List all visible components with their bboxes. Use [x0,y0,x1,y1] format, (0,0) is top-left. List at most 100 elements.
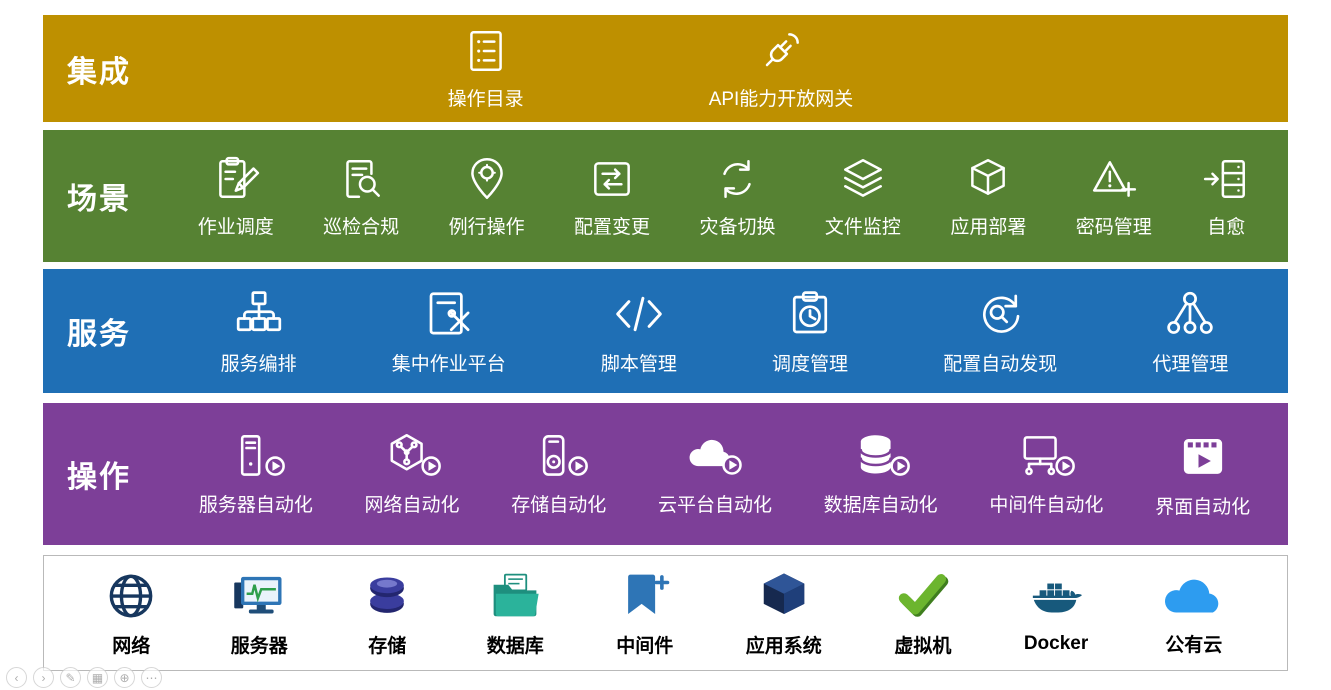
auto-discovery-icon [973,287,1027,341]
item-storage: 存储 [360,569,414,658]
item-virtual-machine: 虚拟机 [894,569,951,658]
bookmark-plus-icon [618,569,672,623]
band-operation-label: 操作 [67,461,131,494]
item-network: 网络 [104,569,158,658]
prev-slide-icon: ‹ [14,670,19,685]
sync-arrows-icon [712,154,762,204]
item-label: 巡检合规 [323,216,400,238]
item-label: 自愈 [1207,216,1246,238]
orchestration-tree-icon [232,287,286,341]
item-inspection-compliance: 巡检合规 [323,154,399,239]
item-label: 界面自动化 [1155,496,1251,518]
item-label: 公有云 [1165,634,1223,656]
band-integration-items: 操作目录 API能力开放网关 [161,26,1288,111]
item-self-healing: 自愈 [1201,154,1251,239]
zoom-button[interactable]: ⊕ [114,667,135,688]
resources-band: 网络 服务器 [43,555,1288,671]
docker-whale-icon [1029,571,1083,625]
item-app-deployment: 应用部署 [950,154,1026,239]
item-ui-automation: 界面自动化 [1155,430,1250,519]
item-label: 网络 [112,635,151,657]
band-integration-label: 集成 [67,55,131,89]
item-label: 例行操作 [448,216,525,238]
item-label: 作业调度 [197,216,274,238]
band-scene-label: 场景 [67,183,131,216]
item-disaster-switch: 灾备切换 [699,154,775,239]
cloud-solid-icon [1161,570,1227,622]
item-agent-management: 代理管理 [1152,287,1228,376]
globe-icon [104,569,158,623]
network-play-icon [381,431,443,482]
prev-slide-button[interactable]: ‹ [6,667,27,688]
more-button[interactable]: ⋯ [141,667,162,688]
item-network-automation: 网络自动化 [365,431,460,517]
item-label: 数据库 [486,635,544,657]
item-label: 操作目录 [447,89,524,110]
next-slide-button[interactable]: › [33,667,54,688]
item-label: 服务器自动化 [198,495,313,516]
warning-plus-icon [1089,154,1139,204]
catalog-list-icon [461,26,511,76]
item-storage-automation: 存储自动化 [511,431,606,517]
item-job-scheduling: 作业调度 [198,154,274,239]
item-label: 应用系统 [745,635,822,657]
item-server-automation: 服务器自动化 [199,431,313,517]
band-service-label: 服务 [67,318,131,351]
item-label: 代理管理 [1152,353,1229,375]
item-label: 云平台自动化 [657,495,772,516]
band-operation-items: 服务器自动化 [161,430,1288,519]
monitor-icon [232,569,286,623]
cube-outline-icon [963,154,1013,204]
presenter-controls: ‹ › ✎ ▦ ⊕ ⋯ [6,667,162,688]
item-label: 应用部署 [950,216,1027,238]
cloud-play-icon [684,431,746,482]
layers-icon [838,154,888,204]
item-routine-operation: 例行操作 [449,154,525,239]
job-platform-icon [422,287,476,341]
item-schedule-management: 调度管理 [772,287,848,376]
item-label: API能力开放网关 [708,89,854,110]
item-cloud-automation: 云平台自动化 [658,431,772,517]
band-service: 服务 服务编排 [43,269,1288,393]
item-label: 中间件 [616,635,674,657]
api-plug-icon [756,26,806,76]
item-app-system: 应用系统 [746,569,822,658]
database-play-icon [850,431,912,482]
pen-icon: ✎ [65,670,76,685]
band-scene-items: 作业调度 巡检合规 [161,154,1288,239]
item-public-cloud: 公有云 [1161,570,1227,657]
code-icon [612,287,666,341]
slides-button[interactable]: ▦ [87,667,108,688]
item-label: 集中作业平台 [391,353,506,375]
film-play-icon [1176,430,1230,484]
item-auto-discovery: 配置自动发现 [943,287,1057,376]
pen-button[interactable]: ✎ [60,667,81,688]
item-label: 文件监控 [824,216,901,238]
folder-files-icon [488,569,542,623]
item-password-management: 密码管理 [1076,154,1152,239]
item-label: 配置自动发现 [943,353,1058,375]
item-service-orchestration: 服务编排 [221,287,297,376]
band-operation: 操作 服务器自动化 [43,403,1288,545]
swap-arrows-icon [587,154,637,204]
item-label: 服务编排 [220,353,297,375]
document-search-icon [336,154,386,204]
item-label: 存储自动化 [511,495,607,516]
item-label: 密码管理 [1075,216,1152,238]
item-middleware: 中间件 [616,569,673,658]
automation-platform-diagram: 集成 操作目录 [43,15,1288,671]
agent-tree-icon [1163,287,1217,341]
item-label: 服务器 [230,635,288,657]
item-file-monitoring: 文件监控 [825,154,901,239]
item-label: 虚拟机 [894,635,952,657]
item-database-automation: 数据库自动化 [824,431,938,517]
server-restore-icon [1201,154,1251,204]
item-operation-catalog: 操作目录 [448,26,524,111]
item-label: 中间件自动化 [989,495,1104,516]
server-play-icon [225,431,287,482]
item-label: 数据库自动化 [823,495,938,516]
item-label: 存储 [368,635,407,657]
item-label: 脚本管理 [600,353,677,375]
more-icon: ⋯ [145,670,158,685]
item-middleware-automation: 中间件自动化 [989,431,1103,517]
